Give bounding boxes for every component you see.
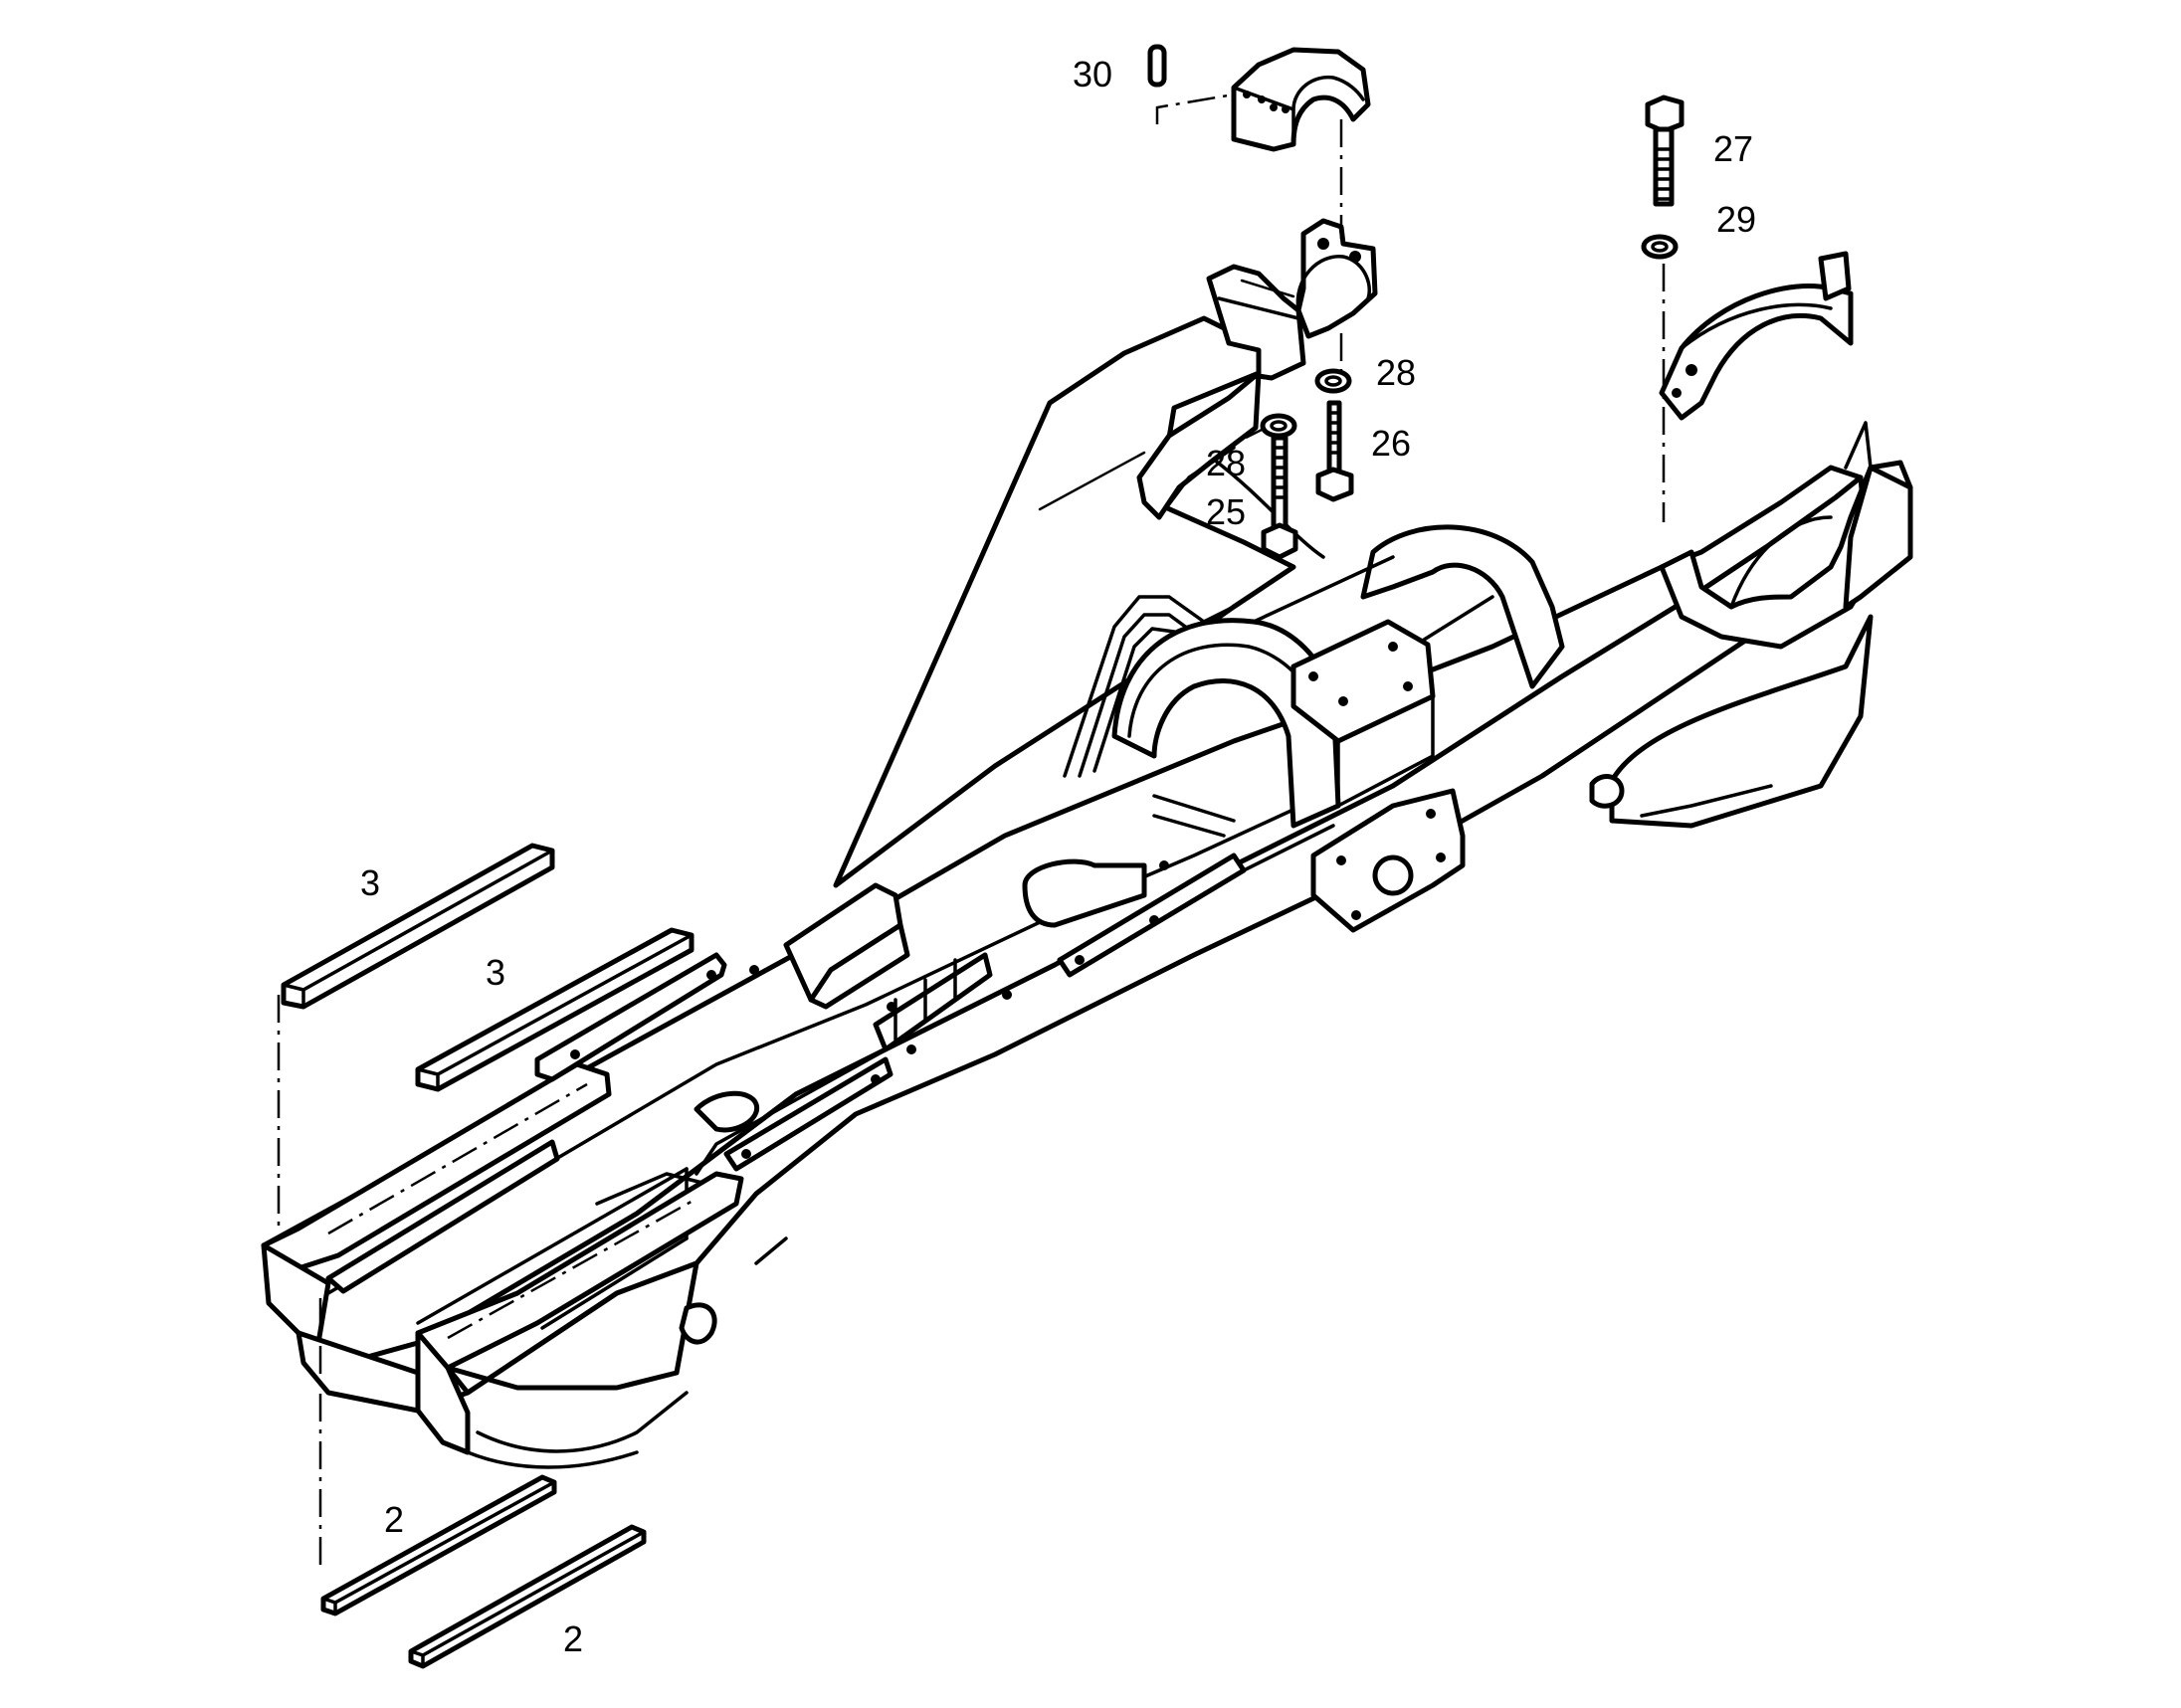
washer-28-upper — [1314, 368, 1352, 394]
callout-2-upper: 2 — [384, 1499, 404, 1540]
bolt-26 — [1315, 400, 1354, 502]
callout-26: 26 — [1371, 423, 1411, 464]
strip-3-lower — [415, 927, 694, 1092]
assembly-axis-lines — [277, 119, 1666, 1572]
callout-25: 25 — [1206, 491, 1246, 532]
washer-28-lower — [1260, 413, 1297, 439]
right-bearing-cap — [1659, 251, 1854, 421]
bolt-25 — [1261, 435, 1298, 560]
left-bearing-housing — [1206, 218, 1378, 381]
callout-3-lower: 3 — [486, 952, 505, 993]
left-bearing-cap — [1231, 47, 1371, 152]
callout-30: 30 — [1073, 54, 1112, 95]
central-saddle — [1111, 524, 1565, 933]
right-end-housing — [1589, 421, 1913, 829]
callout-2-lower: 2 — [563, 1618, 583, 1659]
strip-3-upper — [281, 843, 555, 1010]
frame-center-parts — [783, 794, 1236, 1052]
callout-28-lower: 28 — [1206, 443, 1246, 483]
callout-28-upper: 28 — [1376, 352, 1416, 393]
strip-2-upper — [320, 1474, 557, 1616]
callout-27: 27 — [1713, 128, 1753, 169]
bolt-27 — [1645, 95, 1685, 207]
callout-29: 29 — [1716, 199, 1756, 240]
callout-3-upper: 3 — [360, 862, 380, 903]
pin-30 — [1147, 44, 1235, 124]
washer-29 — [1641, 234, 1679, 260]
left-rear-arm — [833, 315, 1325, 888]
callout-labels: 30 27 29 28 26 28 25 3 3 2 2 — [360, 54, 1756, 1659]
strip-2-lower — [408, 1524, 647, 1669]
frame-side-bars — [534, 853, 1247, 1172]
